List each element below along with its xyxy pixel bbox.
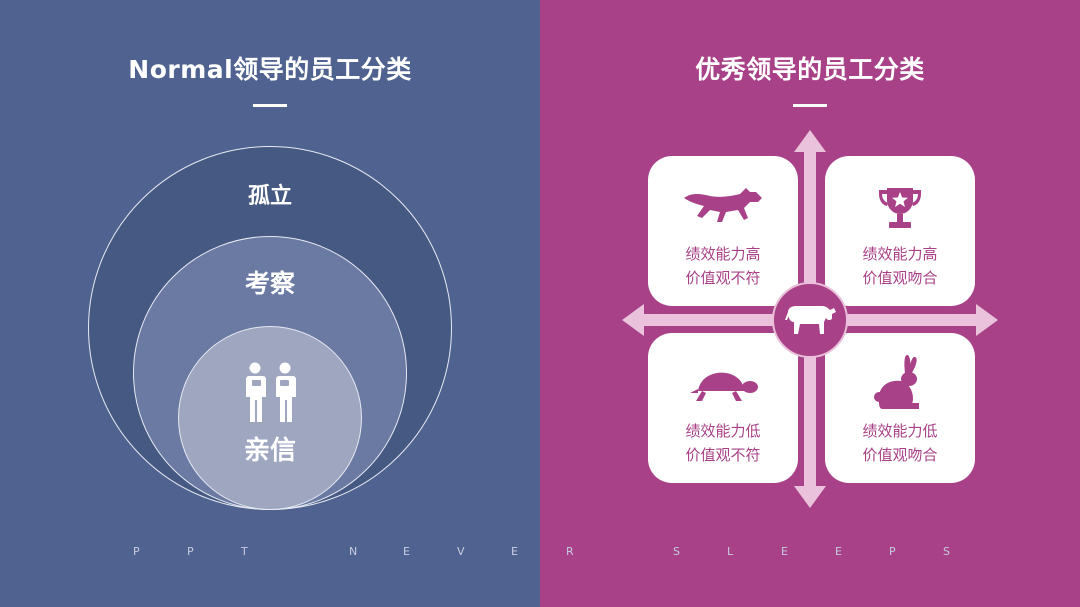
- quadrant-text-line2: 价值观吻合: [862, 446, 938, 464]
- quadrant-text-line1: 绩效能力低: [862, 422, 938, 440]
- footer-letter: P: [187, 545, 194, 558]
- footer-letter: E: [781, 545, 788, 558]
- right-title: 优秀领导的员工分类: [695, 55, 925, 84]
- quadrant-text-line1: 绩效能力低: [685, 422, 761, 440]
- footer-letter: E: [835, 545, 842, 558]
- left-title-divider: [253, 104, 287, 107]
- quadrant-card-bottom-left: 绩效能力低 价值观不符: [648, 333, 798, 483]
- footer-letter: R: [566, 545, 574, 558]
- trophy-icon: [879, 188, 921, 228]
- left-panel: Normal领导的员工分类 孤立 考察 亲信: [0, 0, 540, 607]
- left-title: Normal领导的员工分类: [128, 55, 412, 84]
- quadrant-text-line2: 价值观吻合: [862, 269, 938, 287]
- wolf-icon: [684, 188, 762, 222]
- quadrant-text-line1: 绩效能力高: [862, 245, 938, 263]
- footer-watermark: P P T N E V E R S L E E P S: [0, 545, 1080, 565]
- inner-circle: [178, 326, 362, 510]
- quadrant-text-line2: 价值观不符: [685, 446, 761, 464]
- rabbit-icon: [874, 355, 919, 409]
- footer-letter: E: [403, 545, 410, 558]
- footer-letter: T: [241, 545, 248, 558]
- footer-letter: V: [457, 545, 465, 558]
- cow-icon: [785, 306, 836, 334]
- center-hub: [772, 282, 848, 358]
- right-title-divider: [793, 104, 827, 107]
- footer-letter: P: [133, 545, 140, 558]
- two-people-icon: [246, 362, 296, 422]
- middle-circle-label: 考察: [244, 269, 295, 298]
- footer-letter: N: [349, 545, 358, 558]
- outer-circle-label: 孤立: [247, 184, 292, 209]
- quadrant-text-line2: 价值观不符: [685, 269, 761, 287]
- footer-letter: S: [943, 545, 950, 558]
- turtle-icon: [690, 372, 758, 401]
- quadrant-card-top-left: 绩效能力高 价值观不符: [648, 156, 798, 306]
- footer-letter: E: [511, 545, 518, 558]
- quadrant-card-top-right: 绩效能力高 价值观吻合: [825, 156, 975, 306]
- quadrant-text-line1: 绩效能力高: [685, 245, 761, 263]
- inner-circle-label: 亲信: [243, 436, 296, 466]
- footer-letter: S: [673, 545, 680, 558]
- quadrant-card-bottom-right: 绩效能力低 价值观吻合: [825, 333, 975, 483]
- footer-letter: P: [889, 545, 896, 558]
- footer-letter: L: [727, 545, 734, 558]
